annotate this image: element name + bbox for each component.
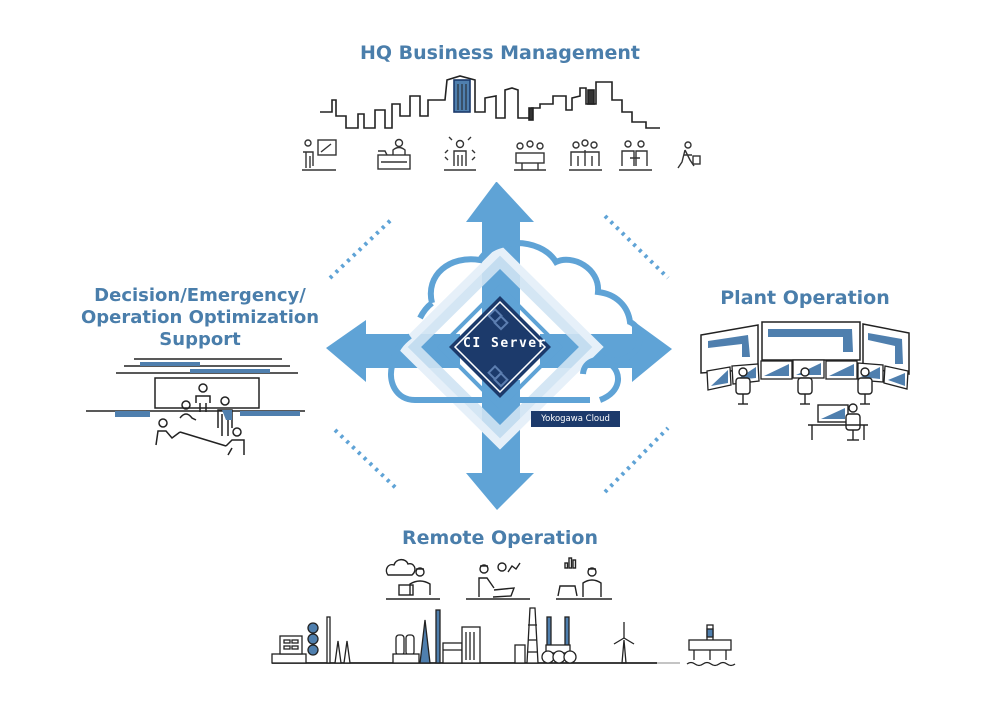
presentation-icon xyxy=(302,139,337,171)
power-plant-icon xyxy=(392,609,481,664)
offshore-platform-icon xyxy=(686,624,736,667)
dotted-connector-bottom-left xyxy=(333,428,400,492)
decision-title-line-3: Support xyxy=(159,329,241,350)
meeting-table-icon xyxy=(514,140,546,171)
factory-icon xyxy=(271,616,351,664)
team-icon xyxy=(569,139,602,171)
ci-server-label: CI Server xyxy=(463,336,547,351)
decision-support-title: Decision/Emergency/ Operation Optimizati… xyxy=(70,285,330,351)
industrial-skyline xyxy=(271,607,736,667)
city-skyline-icon xyxy=(320,75,660,129)
wind-turbine-icon xyxy=(613,622,635,664)
hq-business-management-title: HQ Business Management xyxy=(360,42,640,64)
business-traveler-icon xyxy=(677,141,701,169)
cloud-swirl xyxy=(580,356,621,403)
ci-server-diamond xyxy=(437,284,563,410)
cloud-outline xyxy=(388,240,643,403)
control-room-illustration xyxy=(700,321,910,441)
cloud-monitoring-worker-icon xyxy=(385,558,440,600)
yokogawa-cloud-label: Yokogawa Cloud xyxy=(531,411,620,427)
meeting-room-illustration xyxy=(86,358,305,456)
manager-directing-icon xyxy=(444,136,476,171)
remote-operation-title: Remote Operation xyxy=(402,527,598,549)
dotted-connector-top-right xyxy=(603,214,670,280)
analytics-worker-icon xyxy=(466,562,530,600)
refinery-icon xyxy=(514,607,577,664)
dotted-connector-bottom-right xyxy=(603,426,670,494)
chevron-halo xyxy=(406,254,594,440)
remote-worker-icons xyxy=(385,557,612,600)
dotted-connectors xyxy=(328,214,670,494)
decision-title-line-2: Operation Optimization xyxy=(80,307,320,328)
handshake-icon xyxy=(619,140,652,171)
plant-operation-title: Plant Operation xyxy=(720,287,890,309)
dashboard-worker-icon xyxy=(556,557,612,600)
server-chain-icon xyxy=(487,307,509,388)
hq-icons-row xyxy=(302,136,701,171)
dotted-connector-top-left xyxy=(328,216,395,280)
reception-desk-icon xyxy=(377,138,411,170)
decision-title-line-1: Decision/Emergency/ xyxy=(94,285,306,306)
chevron-halo-outer xyxy=(396,244,604,450)
